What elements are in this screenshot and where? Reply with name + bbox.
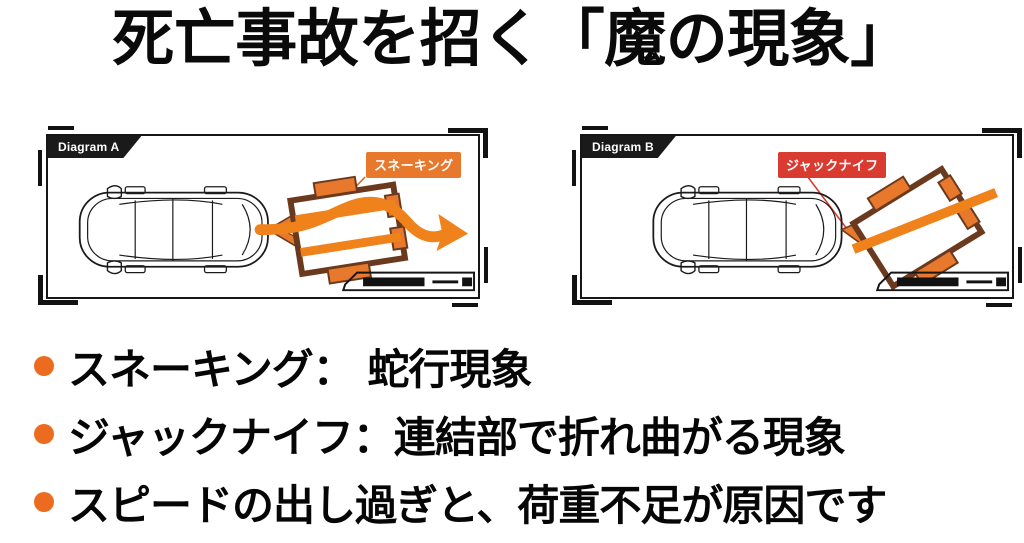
jackknife-motion-line (851, 188, 998, 254)
panel-corner-bracket-top-right (982, 128, 1022, 158)
bullet-dot-icon (34, 356, 54, 376)
snaking-tag: スネーキング (366, 152, 462, 178)
panel-corner-bracket-bottom-left (38, 275, 78, 305)
jackknife-tag: ジャックナイフ (778, 152, 887, 178)
diagram-panel-a: Diagram A スネーキング (38, 126, 488, 307)
bullet-label: スネーキング： 蛇行現象 (68, 344, 532, 394)
diagram-b-illustration (652, 165, 998, 291)
diagram-a-illustration (78, 175, 469, 285)
panel-tick-bottom-right (452, 303, 478, 307)
panel-tick-top-left (48, 126, 74, 130)
car-top-view-b (652, 185, 843, 275)
panel-edge-bar-left (38, 150, 42, 186)
diagram-panel-b: Diagram B ジャックナイフ (572, 126, 1022, 307)
panel-edge-bar-right (484, 247, 488, 283)
diagram-a-label: Diagram A (48, 136, 141, 158)
panel-corner-bracket-bottom-left (572, 275, 612, 305)
car-top-view-a (78, 185, 269, 275)
bullet-dot-icon (34, 492, 54, 512)
panel-frame-a: Diagram A スネーキング (46, 134, 480, 299)
panel-edge-bar-left (572, 150, 576, 186)
list-item: スネーキング： 蛇行現象 (34, 332, 1014, 400)
panel-corner-bracket-top-right (448, 128, 488, 158)
panel-edge-bar-right (1018, 247, 1022, 283)
list-item: ジャックナイフ：連結部で折れ曲がる現象 (34, 400, 1014, 468)
snaking-arrow (254, 196, 469, 252)
bullet-dot-icon (34, 424, 54, 444)
bullet-label: ジャックナイフ：連結部で折れ曲がる現象 (68, 412, 846, 462)
bullet-label: スピードの出し過ぎと、荷重不足が原因です (68, 480, 887, 530)
diagram-b-label: Diagram B (582, 136, 676, 158)
panel-frame-b: Diagram B ジャックナイフ (580, 134, 1014, 299)
panel-tick-top-left (582, 126, 608, 130)
panel-tick-bottom-right (986, 303, 1012, 307)
bullet-list: スネーキング： 蛇行現象 ジャックナイフ：連結部で折れ曲がる現象 スピードの出し… (34, 332, 1014, 536)
list-item: スピードの出し過ぎと、荷重不足が原因です (34, 468, 1014, 536)
page-title: 死亡事故を招く「魔の現象」 (112, 2, 912, 75)
